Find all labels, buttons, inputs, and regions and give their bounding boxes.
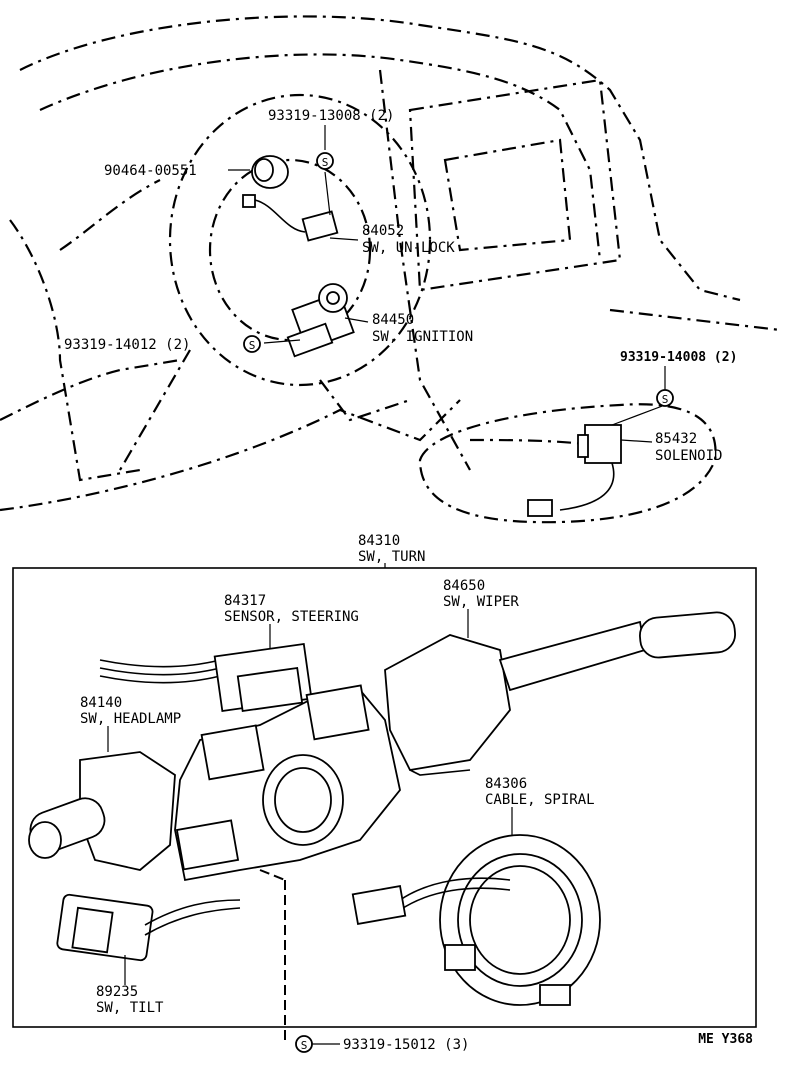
screw-centerline-a [259,869,286,881]
steering-sensor-part [99,642,313,713]
screw-symbol-14012: S [243,335,261,353]
label-84140-name: SW, HEADLAMP [80,711,181,727]
label-84140-number: 84140 [80,695,122,711]
turn-switch-assembly-frame [12,567,757,1028]
turn-switch-body [174,684,401,882]
wiper-switch-part [384,611,736,776]
label-84306-number: 84306 [485,776,527,792]
steering-wheel-outline [119,93,432,471]
svg-text:S: S [662,393,669,406]
svg-text:S: S [249,339,256,352]
label-84310-name: SW, TURN [358,549,425,565]
label-84650-number: 84650 [443,578,485,594]
svg-text:S: S [301,1039,308,1052]
label-84052-number: 84052 [362,223,404,239]
key-cylinder-ring [228,155,289,189]
screw-symbol-14008: S [656,389,674,407]
label-93319-14012: 93319-14012 (2) [64,337,190,353]
solenoid-part [527,404,666,517]
screw-symbol-15012: S [295,1035,313,1053]
label-84052-name: SW, UN-LOCK [362,240,455,256]
label-84650-name: SW, WIPER [443,594,519,610]
svg-text:S: S [322,156,329,169]
label-84317-name: SENSOR, STEERING [224,609,359,625]
label-89235-number: 89235 [96,984,138,1000]
label-84306-name: CABLE, SPIRAL [485,792,595,808]
label-90464-00551: 90464-00551 [104,163,197,179]
label-84450-name: SW, IGNITION [372,329,473,345]
label-84310-number: 84310 [358,533,400,549]
label-93319-13008: 93319-13008 (2) [268,108,394,124]
diagram-code: ME Y368 [698,1032,753,1047]
headlamp-switch-part [28,751,176,871]
tilt-switch-part [56,893,241,985]
ignition-switch-part [286,283,369,358]
column-cover-outline [418,403,717,524]
spiral-cable-part [351,834,601,1006]
label-85432-number: 85432 [655,431,697,447]
leader-screw-to-unlock [324,171,331,216]
label-89235-name: SW, TILT [96,1000,164,1016]
leader-93319-14012 [263,339,301,344]
label-84450-number: 84450 [372,312,414,328]
dashboard-outline [0,15,781,512]
screw-symbol-13008: S [316,152,334,170]
label-84317-number: 84317 [224,593,266,609]
label-93319-15012: 93319-15012 (3) [343,1037,469,1053]
unlock-switch-part [242,194,359,242]
label-85432-name: SOLENOID [655,448,722,464]
label-93319-14008: 93319-14008 (2) [620,350,737,365]
